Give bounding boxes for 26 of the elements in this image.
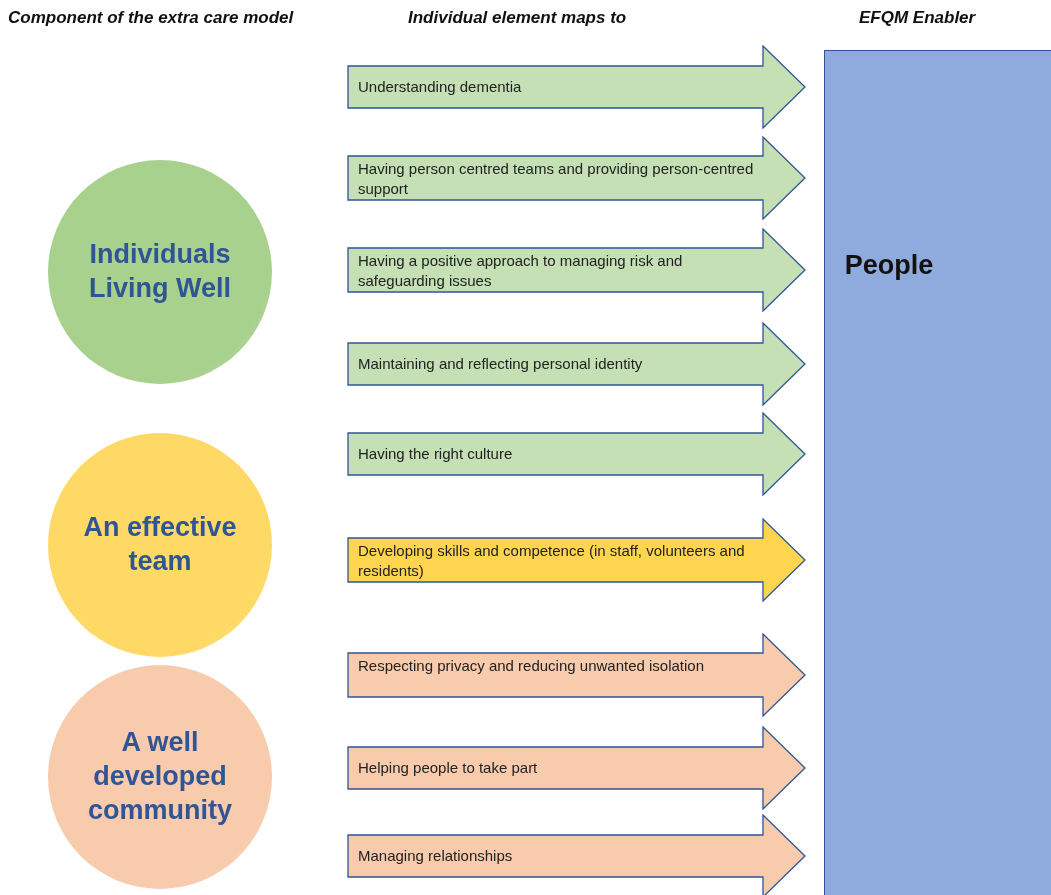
circle-label: An effective team: [82, 511, 238, 578]
arrow-shape: [347, 814, 807, 895]
column-heading: Individual element maps to: [408, 8, 627, 28]
enabler-box: [824, 50, 1051, 895]
arrow-shape: [347, 136, 807, 220]
arrow-label: Understanding dementia: [358, 77, 523, 97]
arrow-label: Developing skills and competence (in staff, volunteers and residents): [358, 541, 746, 580]
circle-label: Individuals Living Well: [88, 238, 232, 305]
arrow-shape: [347, 726, 807, 810]
arrow-label: Maintaining and reflecting personal identity: [358, 354, 644, 374]
arrow-label: Having person centred teams and providing person-centred support: [358, 159, 755, 198]
arrow-shape: [347, 412, 807, 496]
arrow-shape: [347, 228, 807, 312]
arrow-shape: [347, 322, 807, 406]
arrow-label: Having the right culture: [358, 444, 514, 464]
circle-label: A well developed community: [87, 726, 233, 827]
arrow-label: Managing relationships: [358, 846, 514, 866]
column-heading: EFQM Enabler: [859, 8, 976, 28]
arrow-shape: [347, 633, 807, 717]
arrow-shape: [347, 45, 807, 129]
enabler-label: People: [844, 249, 934, 281]
arrow-label: Helping people to take part: [358, 758, 539, 778]
arrow-shape: [347, 518, 807, 602]
column-heading: Component of the extra care model: [8, 8, 294, 28]
arrow-label: Respecting privacy and reducing unwanted isolation: [358, 656, 706, 676]
arrow-label: Having a positive approach to managing risk and safeguarding issues: [358, 251, 684, 290]
